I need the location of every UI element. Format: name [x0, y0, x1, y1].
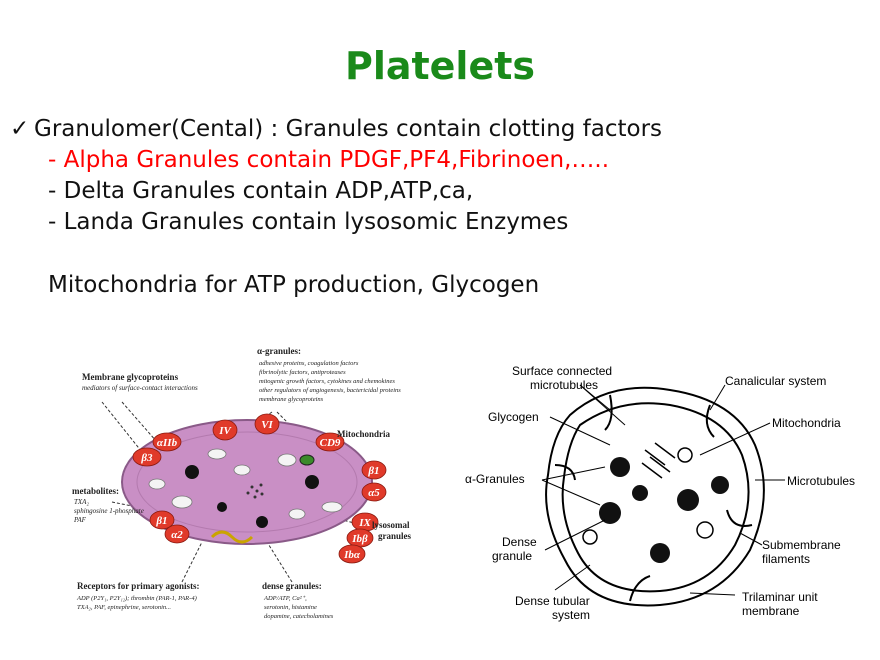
receptor-label-ix: IX [358, 517, 371, 529]
label-dense-2: granule [492, 549, 532, 563]
alpha-granule-marks [148, 448, 343, 520]
checkmark-icon: ✓ [10, 116, 30, 142]
dense-line-2: serotonin, histamine [264, 604, 317, 611]
metabolites-title: metabolites: [72, 486, 119, 496]
receptor-shapes [132, 413, 387, 564]
open-canalicular-mark [210, 530, 254, 544]
receptor-label-ibb: Ibβ [351, 533, 368, 545]
receptor-label-aiib: αIIb [157, 437, 178, 449]
label-tubular-2: system [552, 608, 590, 622]
glycogen-dots [641, 442, 676, 479]
outer-membrane [545, 386, 765, 607]
receptors-line-2: TXA₂, PAF, epinephrine, serotonin... [77, 604, 171, 611]
label-surface-1: Surface connected [512, 364, 612, 378]
membrane-title: Membrane glycoproteins [82, 372, 179, 382]
bullet-mitochondria: Mitochondria for ATP production, Glycoge… [48, 272, 540, 298]
platelet-illustration: αIIb β3 IV VI CD9 β1 α5 β1 α2 IX Ibβ Ibα… [72, 346, 412, 620]
bullet-list: ✓Granulomer(Cental) : Granules contain c… [10, 114, 662, 301]
receptors-title: Receptors for primary agonists: [77, 581, 200, 591]
platelet-cell [121, 419, 373, 545]
metabolites-line-2: sphingosine 1-phosphate [74, 507, 144, 515]
receptor-label-iba: Ibα [343, 549, 361, 561]
alpha-granules-title: α-granules: [257, 346, 301, 356]
label-mitochondria-right: Mitochondria [772, 416, 841, 430]
receptor-label-cd9: CD9 [320, 437, 341, 449]
bullet-landa: - Landa Granules contain lysosomic Enzym… [48, 209, 569, 235]
platelet-schematic: Surface connected microtubules Canalicul… [465, 364, 855, 622]
alpha-line-5: membrane glycoproteins [259, 396, 324, 403]
receptor-label-a5: α5 [368, 487, 380, 499]
dense-granule-marks [185, 465, 319, 528]
label-alpha-granules: α-Granules [465, 472, 525, 486]
mitochondria-label-left: Mitochondria [337, 429, 390, 439]
label-trilaminar-2: membrane [742, 604, 800, 618]
alpha-line-3: mitogenic growth factors, cytokines and … [259, 378, 395, 385]
alpha-line-2: fibrinolytic factors, antiproteases [259, 369, 346, 376]
label-tubular-1: Dense tubular [515, 594, 590, 608]
label-canalicular: Canalicular system [725, 374, 826, 388]
receptor-label-b1-left: β1 [155, 515, 167, 527]
alpha-granules-right [582, 447, 714, 545]
receptor-label-a2: α2 [171, 529, 183, 541]
label-submembrane-1: Submembrane [762, 538, 841, 552]
label-trilaminar-1: Trilaminar unit [742, 590, 818, 604]
receptor-label-b3: β3 [140, 452, 153, 464]
metabolites-line-1: TXA₂ [74, 498, 89, 506]
glycogen-cluster [246, 483, 264, 499]
bullet-delta: - Delta Granules contain ADP,ATP,ca, [48, 178, 474, 204]
receptors-line-1: ADP (P2Y₁, P2Y₁₂); thrombin (PAR-1, PAR-… [76, 595, 197, 602]
label-microtubules: Microtubules [787, 474, 855, 488]
lysosomal-label-1: lysosomal [372, 520, 410, 530]
label-surface-2: microtubules [530, 378, 598, 392]
label-submembrane-2: filaments [762, 552, 810, 566]
metabolites-line-3: PAF [73, 516, 87, 524]
inner-membrane [561, 402, 750, 593]
alpha-line-4: other regulators of angiogenesis, bacter… [259, 387, 401, 394]
dense-line-1: ADP/ATP, Ca²⁺, [263, 595, 307, 602]
label-dense-1: Dense [502, 535, 537, 549]
lysosomal-label-2: granules [378, 531, 412, 541]
membrane-subtitle: mediators of surface-contact interaction… [82, 384, 198, 392]
label-glycogen: Glycogen [488, 410, 539, 424]
slide-title: Platelets [344, 44, 536, 88]
receptor-label-vi: VI [261, 419, 273, 431]
alpha-line-1: adhesive proteins, coagulation factors [259, 360, 359, 367]
bullet-main-text: Granulomer(Cental) : Granules contain cl… [34, 116, 663, 142]
receptor-label-iv: IV [218, 425, 232, 437]
bullet-alpha: - Alpha Granules contain PDGF,PF4,Fibrin… [48, 147, 610, 173]
bullet-main: ✓Granulomer(Cental) : Granules contain c… [10, 114, 662, 145]
dense-line-3: dopamine, catecholamines [264, 613, 334, 620]
dense-granules [599, 457, 729, 563]
receptor-label-b1-right: β1 [367, 465, 379, 477]
mitochondrion-mark [299, 454, 315, 466]
dense-granules-title: dense granules: [262, 581, 322, 591]
